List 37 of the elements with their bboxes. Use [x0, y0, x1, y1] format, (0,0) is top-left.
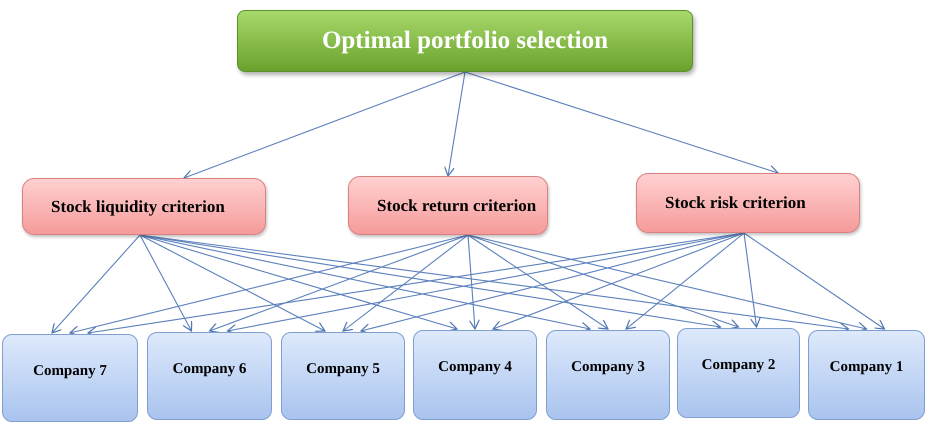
arrow	[140, 234, 326, 332]
company-box	[413, 330, 537, 420]
company-box	[147, 332, 272, 420]
arrow	[140, 234, 192, 332]
arrow	[468, 234, 868, 332]
arrow	[464, 71, 779, 176]
arrow	[467, 234, 480, 330]
node-label: Company 3	[571, 359, 645, 376]
arrow	[208, 234, 468, 334]
node-label: Stock liquidity criterion	[51, 196, 225, 218]
arrow	[342, 234, 468, 332]
node-label: Company 1	[830, 359, 904, 376]
company-box	[808, 330, 925, 420]
arrow	[51, 234, 140, 334]
node-label: Company 7	[33, 363, 107, 380]
node-label: Stock risk criterion	[665, 192, 806, 214]
criterion-box	[636, 173, 860, 233]
company-box	[546, 330, 670, 420]
arrow	[69, 234, 468, 336]
arrow	[444, 72, 466, 177]
arrow	[744, 232, 886, 330]
title-box	[237, 10, 693, 72]
company-box	[677, 328, 800, 418]
criterion-box	[22, 178, 266, 235]
node-label: Company 2	[702, 357, 776, 374]
node-label: Company 5	[306, 361, 380, 378]
company-box	[281, 332, 405, 420]
node-label: Optimal portfolio selection	[322, 27, 608, 55]
criterion-box	[348, 176, 548, 235]
node-label: Company 4	[438, 359, 512, 376]
arrow	[468, 234, 609, 330]
arrow	[743, 232, 761, 328]
arrow	[625, 232, 744, 330]
node-label: Stock return criterion	[377, 194, 536, 217]
arrow	[183, 71, 466, 180]
node-label: Company 6	[172, 361, 246, 378]
company-box	[2, 334, 138, 422]
